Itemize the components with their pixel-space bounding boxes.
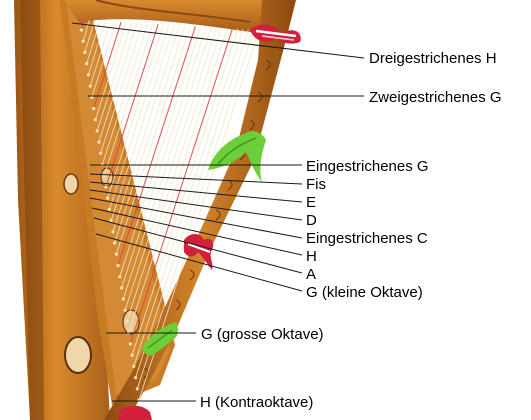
- tuning-pin: [113, 241, 117, 245]
- tuning-pin: [130, 353, 134, 357]
- tuning-pin: [92, 106, 96, 111]
- tuning-pin: [114, 252, 118, 256]
- label-h: H: [306, 248, 317, 265]
- harp-string: [103, 23, 154, 176]
- label-a: A: [306, 266, 316, 283]
- harp-neck: [64, 0, 280, 32]
- tuning-pin: [86, 73, 90, 77]
- leader-line: [93, 217, 303, 274]
- tuning-pin: [109, 219, 113, 223]
- tuning-pin: [121, 297, 125, 301]
- red-ribbon-mid: [184, 234, 214, 270]
- harp-string: [129, 28, 234, 345]
- tuning-pin: [135, 387, 139, 391]
- harp-string: [131, 28, 239, 356]
- harp-string: [115, 25, 191, 255]
- label-g-grosse-oktave: G (grosse Oktave): [201, 326, 324, 343]
- harp-string: [121, 26, 207, 289]
- harp-string: [87, 21, 106, 75]
- harp-string: [119, 26, 202, 277]
- tuning-pin: [120, 286, 124, 290]
- label-d: D: [306, 212, 317, 229]
- harp-string: [107, 24, 164, 199]
- leader-line: [95, 233, 303, 292]
- tuning-pin: [111, 230, 115, 234]
- harp-string: [110, 25, 175, 221]
- red-ribbon-top: [250, 24, 301, 44]
- note-labels: Dreigestrichenes H Zweigestrichenes G Ei…: [200, 50, 502, 411]
- tuning-pin: [116, 263, 120, 268]
- label-zweigestrichenes-g: Zweigestrichenes G: [369, 89, 502, 106]
- tuning-pin: [85, 62, 89, 66]
- tuning-pin: [118, 275, 122, 279]
- harp-string: [108, 24, 170, 210]
- leader-line: [91, 207, 303, 256]
- harp-strings: [80, 19, 260, 401]
- harp-string: [105, 24, 159, 188]
- harp-string: [94, 22, 127, 120]
- tuning-pin: [99, 151, 103, 155]
- harp-string: [98, 22, 138, 143]
- harp-string: [122, 27, 212, 300]
- leader-line: [89, 197, 303, 239]
- label-h-kontraoktave: H (Kontraoktave): [200, 394, 313, 411]
- label-dreigestrichenes-h: Dreigestrichenes H: [369, 50, 497, 67]
- leader-line: [89, 189, 303, 221]
- leader-lines: [71, 22, 365, 402]
- tuning-pin: [106, 196, 110, 200]
- harp-string: [89, 21, 111, 87]
- label-eingestrichenes-g: Eingestrichenes G: [306, 158, 429, 175]
- harp-string: [91, 21, 117, 98]
- leader-line: [71, 22, 365, 59]
- harp-string: [86, 20, 101, 64]
- harp-string: [114, 25, 186, 244]
- tuning-pin: [93, 118, 97, 122]
- harp-string: [128, 28, 228, 333]
- harp-string: [126, 27, 223, 322]
- leader-line: [89, 181, 303, 203]
- green-ribbon-mid: [208, 131, 266, 182]
- label-fis: Fis: [306, 176, 326, 193]
- red-ribbon-base: [118, 405, 152, 420]
- tuning-pin: [81, 39, 85, 43]
- label-e: E: [306, 194, 316, 211]
- tuning-pin: [134, 376, 138, 380]
- harp-string: [82, 20, 90, 42]
- harp-string: [135, 29, 249, 378]
- harp-string: [93, 21, 122, 109]
- tuning-pin: [83, 50, 87, 55]
- harp-string: [117, 26, 196, 266]
- harp-string: [100, 23, 143, 154]
- harp-string: [80, 19, 85, 31]
- tuning-pin: [104, 185, 108, 189]
- tuning-pin: [95, 129, 99, 133]
- tuning-pin: [125, 319, 129, 324]
- tuning-pin: [79, 28, 83, 32]
- tuning-pin: [88, 84, 92, 88]
- label-g-kleine-oktave: G (kleine Oktave): [306, 284, 423, 301]
- tuning-pin: [97, 140, 101, 144]
- harp-string: [133, 28, 244, 367]
- tuning-pin: [132, 364, 136, 368]
- harp-string: [124, 27, 218, 311]
- harp-string: [136, 29, 255, 389]
- harp-string: [96, 22, 133, 132]
- sound-hole: [63, 173, 79, 195]
- harp-string: [101, 23, 149, 165]
- label-eingestrichenes-c: Eingestrichenes C: [306, 230, 428, 247]
- tuning-pin: [123, 308, 127, 312]
- sound-hole: [64, 336, 92, 374]
- tuning-pin: [128, 342, 132, 346]
- tuning-pin: [107, 207, 111, 211]
- harp-string: [112, 25, 180, 232]
- leader-line: [89, 173, 303, 185]
